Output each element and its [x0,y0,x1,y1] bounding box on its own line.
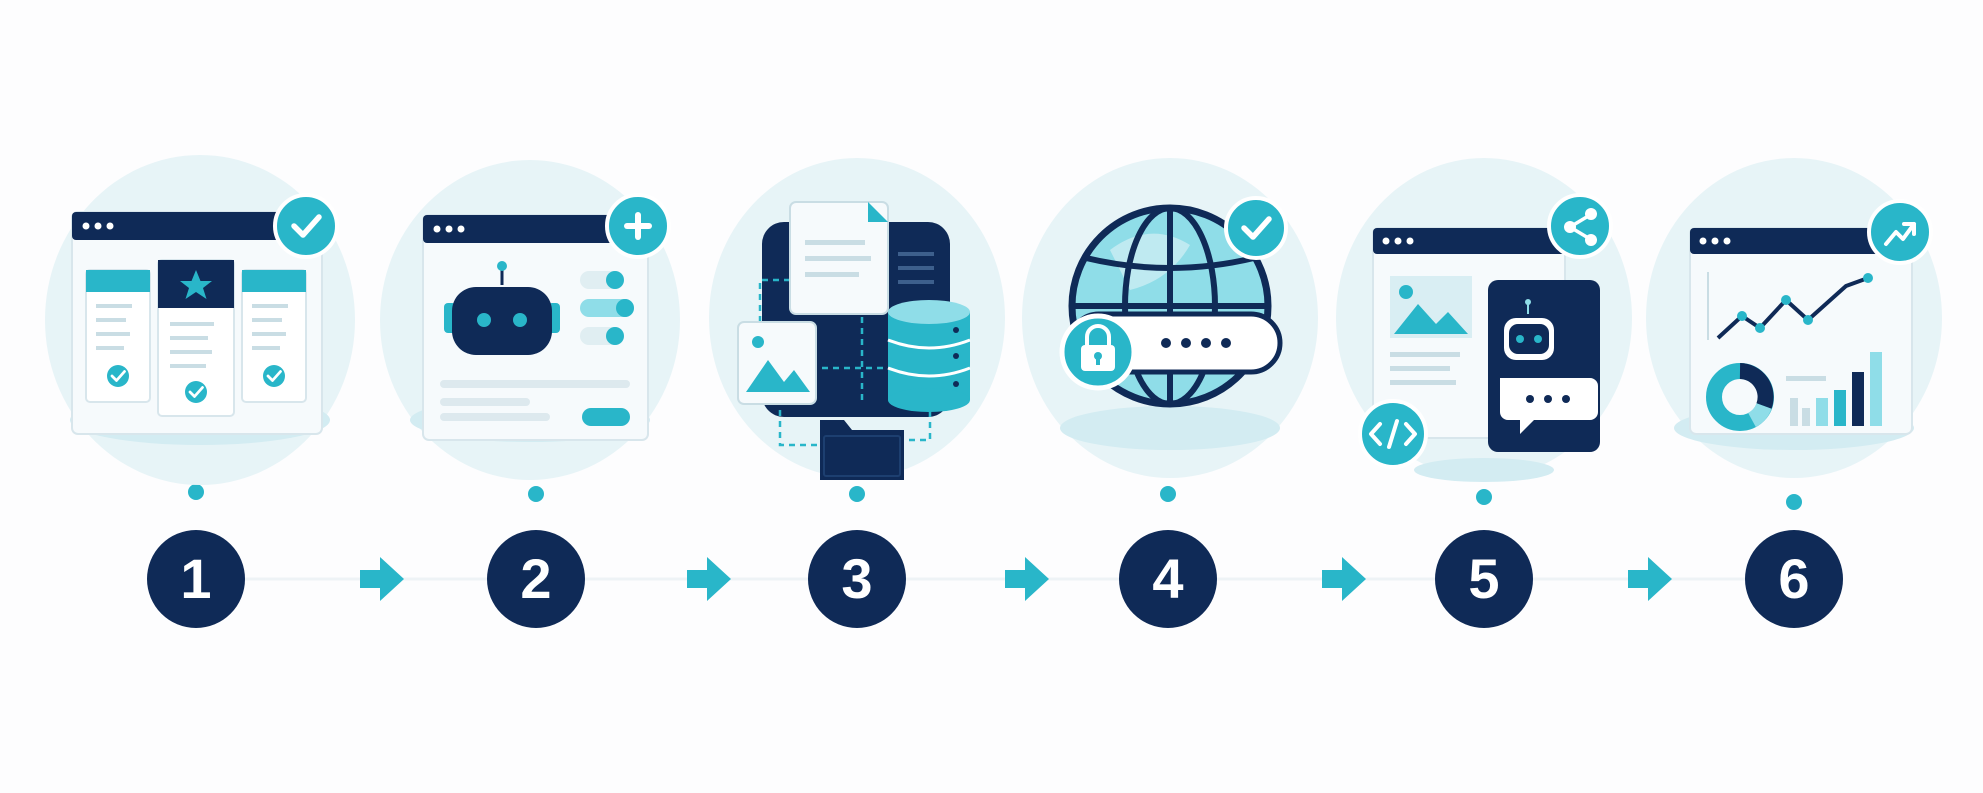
flow-arrow-icon [1005,557,1049,601]
step-number-2: 2 [487,530,585,628]
share-icon [1564,208,1597,246]
step-5-illustration [1336,158,1632,482]
plus-icon [624,212,652,240]
step-4-illustration [1022,158,1318,478]
chat-bubble-icon [1500,378,1598,434]
step-number-6: 6 [1745,530,1843,628]
code-icon [1369,419,1417,449]
flow-arrow-icon [360,557,404,601]
step-1-illustration [45,155,355,485]
step-number-4: 4 [1119,530,1217,628]
step-number-3: 3 [808,530,906,628]
flow-arrow-icon [1628,557,1672,601]
check-badge [273,193,339,259]
bar-chart-icon [1786,352,1882,426]
lock-icon [1081,324,1115,371]
trending-up-icon [1884,222,1916,246]
robot-icon [452,287,552,355]
line-chart-icon [1707,272,1873,340]
donut-chart-icon [1706,363,1774,431]
folder-icon [820,420,904,480]
step-3-illustration [709,158,1005,480]
step-number-1: 1 [147,530,245,628]
phone-icon [1488,280,1600,452]
flow-arrow-icon [687,557,731,601]
step-number-5: 5 [1435,530,1533,628]
star-icon [180,270,212,299]
flow-arrow-icon [1322,557,1366,601]
connector-dots [188,484,1802,510]
database-icon [887,300,971,412]
step-2-illustration [380,160,680,480]
step-6-illustration [1646,158,1942,478]
